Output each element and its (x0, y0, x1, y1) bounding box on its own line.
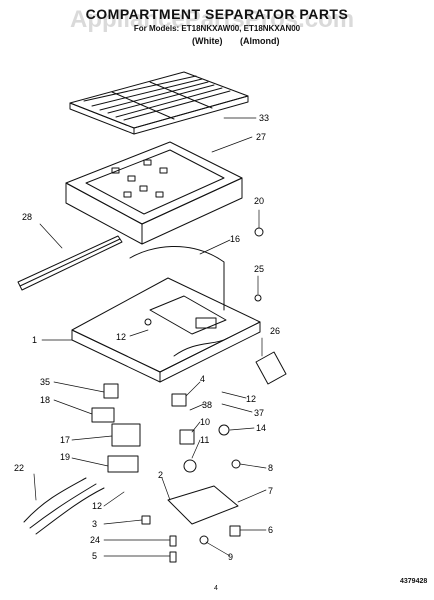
callout-22: 22 (14, 463, 24, 473)
callout-24: 24 (90, 535, 100, 545)
callout-35: 35 (40, 377, 50, 387)
part-16-wire (129, 245, 225, 311)
callout-28: 28 (22, 212, 32, 222)
part-10-thermostat (179, 429, 195, 445)
page-title: COMPARTMENT SEPARATOR PARTS (85, 6, 349, 22)
callout-3: 3 (92, 519, 97, 529)
callout-18: 18 (40, 395, 50, 405)
part-26-bracket (255, 351, 287, 385)
callout-numbers: 33 27 28 20 16 25 1 12 26 35 4 18 38 12 … (14, 113, 280, 562)
part-14-knob (218, 424, 230, 436)
part-25-grommet (254, 294, 262, 302)
part-22-harness (23, 477, 105, 535)
callout-20: 20 (254, 196, 264, 206)
callout-10: 10 (200, 417, 210, 427)
model-numbers: For Models: ET18NKXAW00, ET18NKXAN00 (133, 24, 301, 33)
part-33-grille (69, 71, 249, 135)
part-9-nut (199, 535, 209, 545)
callout-38: 38 (202, 400, 212, 410)
part-27-tray (65, 141, 243, 245)
callout-27: 27 (256, 132, 266, 142)
part-8-light (231, 459, 241, 469)
part-28-strip (17, 235, 123, 291)
part-17-housing (111, 423, 141, 447)
callout-5: 5 (92, 551, 97, 561)
part-19-bracket (107, 455, 139, 473)
callout-26: 26 (270, 326, 280, 336)
callout-33: 33 (259, 113, 269, 123)
finish-label-almond: (Almond) (240, 36, 280, 46)
part-20-screw (254, 227, 264, 237)
callout-16: 16 (230, 234, 240, 244)
part-35-knob (103, 383, 119, 399)
callout-6: 6 (268, 525, 273, 535)
callout-14: 14 (256, 423, 266, 433)
callout-11: 11 (200, 435, 209, 445)
part-18-bezel (91, 407, 115, 423)
callout-12b: 12 (246, 394, 256, 404)
page-mark: 4 (214, 585, 218, 592)
callout-17: 17 (60, 435, 70, 445)
leader-lines (33, 117, 267, 557)
callout-7: 7 (268, 486, 273, 496)
part-24-screw (169, 535, 177, 547)
figure-number: 4379428 (400, 578, 428, 585)
callout-8: 8 (268, 463, 273, 473)
callout-12a: 12 (116, 332, 126, 342)
part-3-clip (141, 515, 151, 525)
callout-12c: 12 (92, 501, 102, 511)
callout-37: 37 (254, 408, 264, 418)
callout-25: 25 (254, 264, 264, 274)
part-1-separator-panel (71, 277, 261, 383)
part-5-screw (169, 551, 177, 563)
callout-9: 9 (228, 552, 233, 562)
callout-4: 4 (200, 374, 205, 384)
part-4-switch (171, 393, 187, 407)
callout-1: 1 (32, 335, 37, 345)
finish-label-white: (White) (192, 36, 223, 46)
callout-19: 19 (60, 452, 70, 462)
part-2-bracket (167, 485, 239, 525)
part-11-gear (183, 459, 197, 473)
callout-2: 2 (158, 470, 163, 480)
part-6-socket (229, 525, 241, 537)
